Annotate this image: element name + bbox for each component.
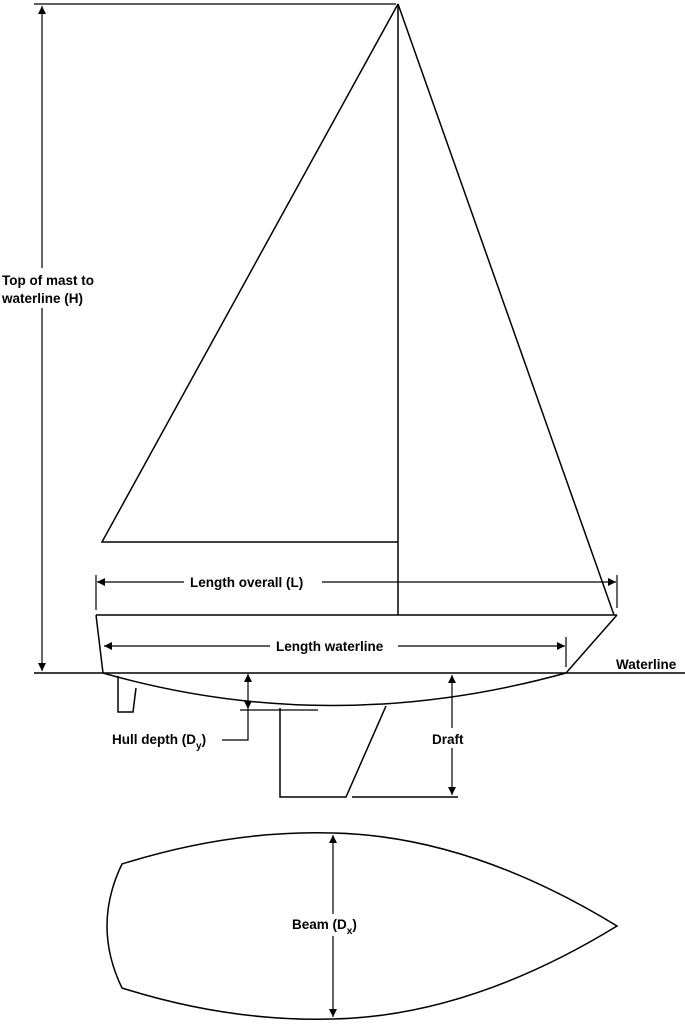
- length-waterline-dimension: Length waterline: [104, 636, 567, 667]
- bow-stem: [565, 614, 618, 674]
- hull-depth-label: Hull depth (Dy): [112, 732, 206, 752]
- hull-depth-label-close: ): [202, 732, 207, 747]
- beam-label-close: ): [352, 917, 357, 932]
- hull-depth-dimension: Hull depth (Dy): [112, 674, 252, 752]
- mast-height-label-line2: waterline (H): [1, 291, 83, 306]
- waterline-label: Waterline: [616, 657, 677, 672]
- draft-dimension: Draft: [428, 675, 472, 795]
- mainsail: [100, 3, 399, 543]
- sail-group: [100, 3, 615, 616]
- keel: [279, 705, 387, 798]
- mast-height-dimension: Top of mast to waterline (H): [0, 3, 396, 671]
- beam-label-sub: x: [347, 926, 353, 937]
- hull-depth-label-sub: y: [196, 741, 202, 752]
- length-overall-label: Length overall (L): [190, 575, 303, 590]
- forestay: [397, 3, 615, 616]
- length-overall-dimension: Length overall (L): [95, 572, 618, 610]
- hull-plan-outline: [106, 832, 619, 1020]
- stern-transom: [95, 614, 104, 674]
- beam-label-main: Beam (D: [292, 917, 347, 932]
- draft-label: Draft: [432, 732, 464, 747]
- hull-depth-label-main: Hull depth (D: [112, 732, 196, 747]
- beam-label: Beam (Dx): [292, 917, 357, 937]
- length-waterline-label: Length waterline: [276, 639, 384, 654]
- hull-profile: [95, 614, 618, 798]
- mast-height-label-line1: Top of mast to: [2, 273, 94, 288]
- rudder: [117, 676, 137, 713]
- hull-bottom: [102, 672, 567, 707]
- hull-plan-view: Beam (Dx): [106, 832, 619, 1020]
